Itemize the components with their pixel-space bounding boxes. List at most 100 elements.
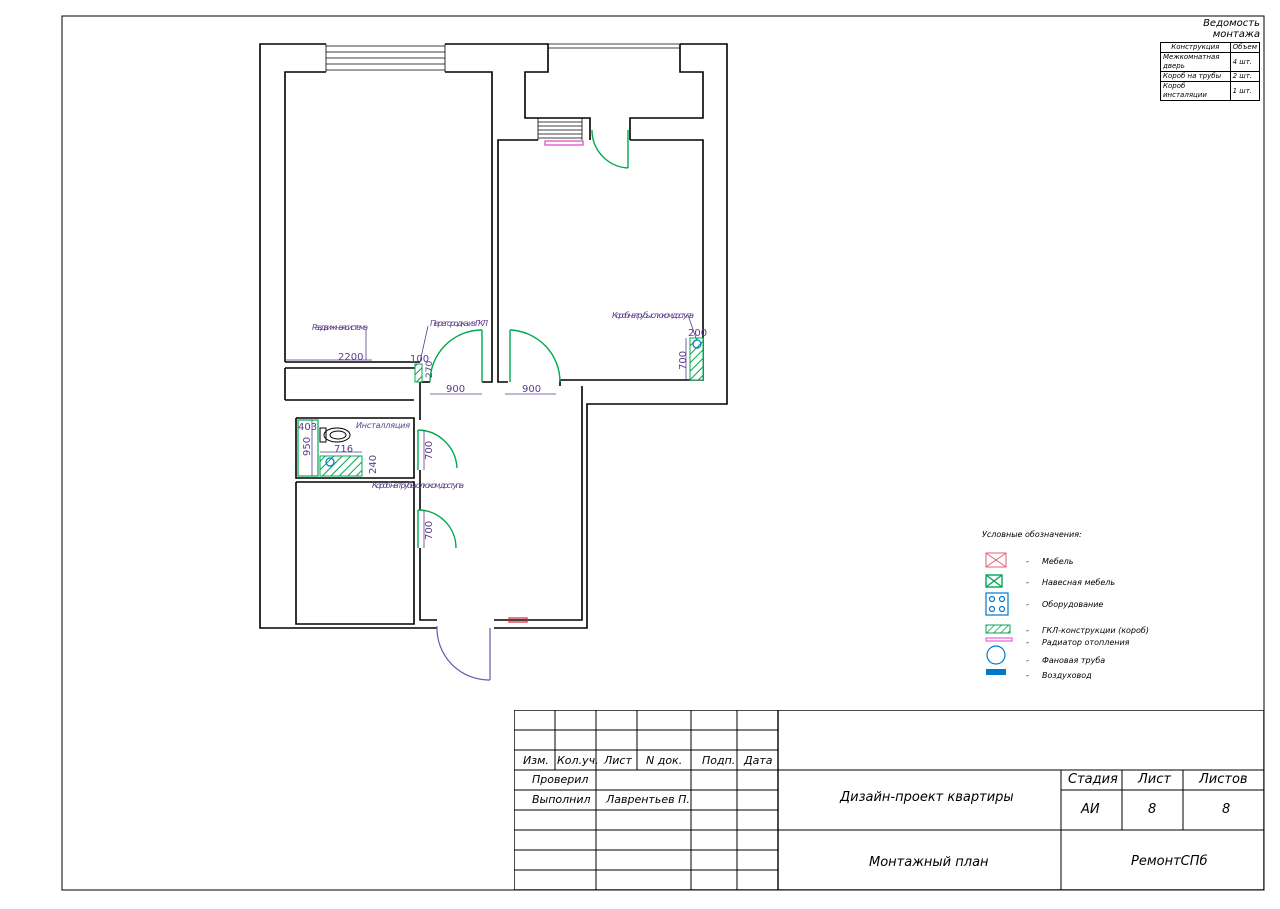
schedule-title: Ведомость монтажа — [1203, 18, 1260, 40]
legend-dash: - — [1026, 600, 1029, 609]
corridor-wall-b — [419, 548, 437, 621]
radiator-balcony — [544, 140, 584, 146]
riser-pipe-icon — [986, 645, 1006, 665]
balcony-right — [629, 44, 704, 140]
dim-716: 716 — [334, 444, 353, 455]
room2-inner-right — [559, 139, 704, 386]
windows — [325, 43, 680, 140]
dim-700-b: 700 — [424, 441, 435, 460]
room1-inner-right — [445, 71, 493, 383]
gkl-partition — [414, 363, 423, 383]
legend-dash: - — [1026, 671, 1029, 680]
schedule-cell-qty: 4 шт. — [1229, 52, 1261, 72]
schedule-header-qty: Объем — [1229, 42, 1261, 53]
schedule-cell-name: Короб на трубы — [1160, 71, 1231, 82]
dim-950: 950 — [302, 437, 313, 456]
walls — [259, 43, 728, 629]
dim-270: 270 — [425, 361, 435, 378]
corridor-right — [494, 386, 583, 621]
label-wardrobe: Раздвижная система — [312, 323, 368, 332]
dim-900-b: 900 — [522, 384, 541, 395]
table-row: Короб инсталяции 1 шт. — [1160, 81, 1261, 101]
label-partition: Перегородка из ГКЛ — [430, 319, 488, 328]
legend-dash: - — [1026, 638, 1029, 647]
legend-dash: - — [1026, 578, 1029, 587]
legend-symbols: - Мебель - Навесная мебель - Оборудовани… — [985, 552, 1149, 680]
label-pipe-box-1: Короб на трубы с люком доступа — [612, 311, 694, 320]
table-row: Межкомнатная дверь 4 шт. — [1160, 52, 1261, 72]
tb-sheet-name: Монтажный план — [869, 855, 989, 870]
riser-pipe-room2 — [692, 339, 702, 349]
equipment-icon — [985, 592, 1009, 616]
legend-label-furniture: Мебель — [1042, 557, 1074, 566]
schedule-cell-name: Короб инсталяции — [1160, 81, 1231, 101]
tb-header-doc: N док. — [646, 754, 683, 767]
tb-sheet-label: Лист — [1138, 772, 1171, 787]
air-duct-icon — [986, 669, 1006, 675]
room2-inner — [497, 139, 538, 383]
tb-header-izm: Изм. — [523, 754, 549, 767]
schedule-table: Конструкция Объем Межкомнатная дверь 4 ш… — [1160, 42, 1261, 101]
tb-sheets-label: Листов — [1199, 772, 1248, 787]
table-row: Конструкция Объем — [1160, 42, 1261, 53]
legend-label-riser: Фановая труба — [1042, 656, 1105, 665]
door-room2 — [509, 329, 561, 383]
legend-dash: - — [1026, 557, 1029, 566]
room1-inner — [284, 71, 326, 362]
pipe-box-bath — [319, 455, 363, 477]
dim-403: 403 — [298, 422, 317, 433]
toilet-icon — [319, 427, 351, 443]
legend-dash: - — [1026, 626, 1029, 635]
tb-sheets-total: 8 — [1222, 802, 1231, 817]
door-room3 — [417, 509, 457, 549]
outer-wall — [259, 43, 437, 629]
legend-label-air-duct: Воздуховод — [1042, 671, 1092, 680]
tb-checked-label: Проверил — [532, 773, 589, 786]
door-room1 — [429, 329, 483, 383]
door-balcony — [591, 129, 629, 169]
door-bath — [417, 429, 458, 470]
furniture-icon — [985, 552, 1007, 568]
dim-100: 100 — [410, 354, 429, 365]
doors — [417, 129, 629, 549]
schedule-header-construction: Конструкция — [1160, 42, 1231, 53]
label-installation: Инсталляция — [356, 421, 410, 430]
radiator-icon — [985, 637, 1013, 642]
tb-sheet-no: 8 — [1148, 802, 1157, 817]
sheet-frame — [61, 15, 1265, 891]
legend-title: Условные обозначения: — [982, 530, 1082, 539]
room3-wall — [295, 481, 415, 625]
schedule-cell-name: Межкомнатная дверь — [1160, 52, 1231, 72]
installation-schedule: Ведомость монтажа Конструкция Объем Межк… — [1160, 18, 1261, 101]
dim-900-a: 900 — [446, 384, 465, 395]
installation-box — [297, 419, 319, 477]
dim-2200: 2200 — [338, 352, 363, 363]
bath-wall — [295, 417, 415, 479]
title-block: Изм. Кол.уч. Лист N док. Подп. Дата Пров… — [514, 710, 1264, 890]
tb-header-kol: Кол.уч. — [557, 754, 599, 767]
dim-240: 240 — [368, 455, 379, 474]
dim-700-a: 700 — [678, 351, 689, 370]
legend-dash: - — [1026, 656, 1029, 665]
radiator-hall — [508, 617, 528, 623]
entrance-door — [436, 625, 491, 681]
drywall-icon — [985, 624, 1011, 634]
legend: Условные обозначения: - Мебель - Навесна… — [982, 530, 1182, 687]
tb-done-label: Выполнил — [532, 793, 591, 806]
table-row: Короб на трубы 2 шт. — [1160, 71, 1261, 82]
tb-header-sign: Подп. — [702, 754, 736, 767]
outer-wall-top-right — [494, 43, 728, 629]
riser-pipe-bath — [325, 457, 335, 467]
dimension-lines — [285, 314, 697, 548]
tb-header-list: Лист — [604, 754, 632, 767]
legend-label-radiator: Радиатор отопления — [1042, 638, 1130, 647]
legend-label-wall-furniture: Навесная мебель — [1042, 578, 1115, 587]
tb-stage-label: Стадия — [1068, 772, 1118, 787]
title-block-grid — [514, 710, 1264, 890]
tb-done-name: Лаврентьев П. — [606, 793, 690, 806]
pipe-box-room2 — [689, 337, 704, 381]
tb-company: РемонтСПб — [1131, 854, 1208, 869]
schedule-cell-qty: 1 шт. — [1229, 81, 1261, 101]
